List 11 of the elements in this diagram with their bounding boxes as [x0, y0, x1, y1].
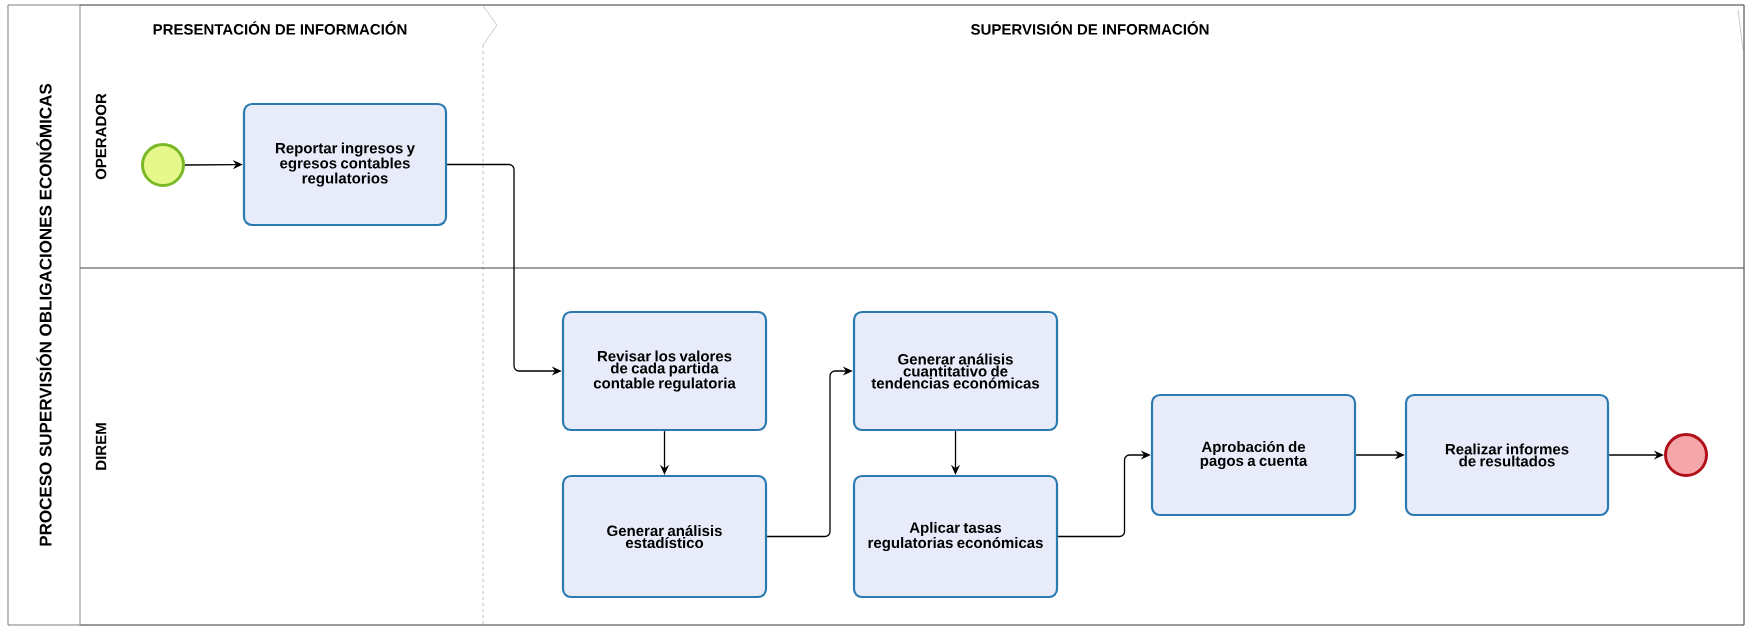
phase-title: SUPERVISIÓN DE INFORMACIÓN [971, 21, 1209, 35]
phase-title: PRESENTACIÓN DE INFORMACIÓN [153, 21, 407, 35]
task-box: Generar análisis cuantitativo de tendencias económicas [852, 310, 1059, 432]
task-box: Realizar informes de resultados [1404, 393, 1610, 517]
task-box: Reportar ingresos y egresos contables regulatorios [242, 102, 448, 227]
task-box: Aprobación de pagos a cuenta [1150, 393, 1357, 517]
task-box: Revisar los valores de cada partida contable regulatoria [561, 310, 768, 432]
task-box: Aplicar tasas regulatorias económicas [852, 474, 1059, 599]
event-circle [141, 143, 185, 187]
task-box: Generar análisis estadístico [561, 474, 768, 599]
event-circle [1664, 433, 1708, 477]
